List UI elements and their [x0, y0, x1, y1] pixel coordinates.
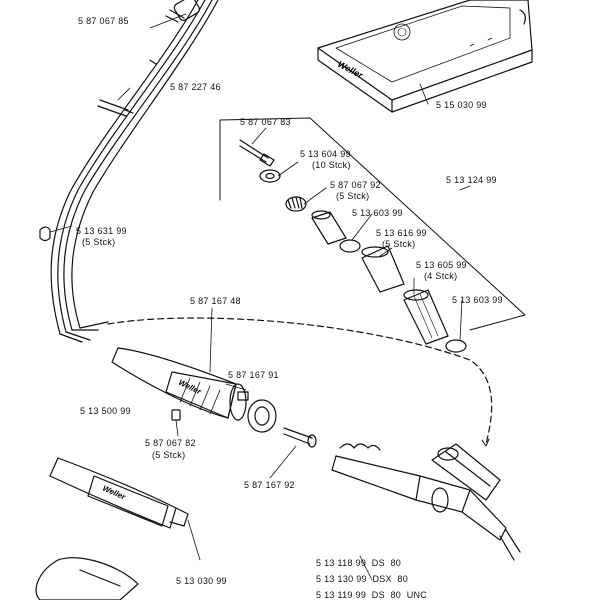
- label-sleeve-b-qty: (4 Stck): [424, 271, 458, 281]
- brand-mark-handle: Weller: [177, 378, 203, 397]
- label-station: 5 15 030 99: [436, 100, 487, 110]
- iron-stand: [35, 557, 139, 600]
- cable-sleeve-band: [97, 99, 129, 117]
- dashed-cable-route: [107, 317, 493, 445]
- label-stand: 5 13 030 99: [176, 576, 227, 586]
- label-cable-top: 5 87 067 85: [78, 16, 129, 26]
- label-nut-a-qty: (10 Stck): [312, 160, 351, 170]
- label-clip-qty: (5 Stck): [82, 237, 116, 247]
- label-ring-nut: 5 87 167 91: [228, 370, 279, 380]
- label-pin: 5 87 167 92: [244, 480, 295, 490]
- tip-sleeve-part: [403, 289, 449, 345]
- soldering-handle: [111, 347, 249, 421]
- cable-plug: [165, 0, 201, 23]
- knurled-sleeve-part: [285, 196, 307, 212]
- brand-mark-station: Weller: [336, 59, 365, 81]
- nut-part: [259, 169, 281, 183]
- label-clip: 5 13 631 99: [76, 226, 127, 236]
- screw-part: [239, 139, 275, 167]
- label-pump-1: 5 13 118 99 DS 80: [316, 558, 402, 568]
- label-pump-3: 5 13 119 99 DS 80 UNC: [316, 590, 428, 600]
- label-cone-qty: (5 Stck): [382, 239, 416, 249]
- label-sleeve-a: 5 87 067 92: [330, 180, 381, 190]
- label-sleeve-b: 5 13 605 99: [416, 260, 467, 270]
- pencil-iron: [49, 457, 201, 561]
- ring-nut-part: [247, 399, 277, 433]
- label-handle: 5 87 167 48: [190, 296, 241, 306]
- label-kit: 5 13 124 99: [446, 175, 497, 185]
- grub-screw-part: [171, 409, 181, 421]
- leader-lines: [49, 13, 471, 581]
- label-grub-screw: 5 87 067 82: [145, 438, 196, 448]
- kit-frame: [219, 117, 526, 331]
- brand-mark-pencil: Weller: [101, 484, 127, 502]
- desoldering-iron: [331, 443, 521, 561]
- pin-part: [283, 427, 317, 448]
- label-nut-a: 5 13 604 99: [300, 149, 351, 159]
- control-station-unit: [317, 0, 533, 113]
- label-grub-qty: (5 Stck): [152, 450, 186, 460]
- o-ring-part: [339, 239, 361, 253]
- label-pencil: 5 13 500 99: [80, 406, 131, 416]
- label-cone: 5 13 616 99: [376, 228, 427, 238]
- label-pump-2: 5 13 130 99 DSX 80: [316, 574, 409, 584]
- label-sleeve-a-qty: (5 Stck): [336, 191, 370, 201]
- label-oring-a: 5 13 603 99: [352, 208, 403, 218]
- holder-clamp: [431, 443, 501, 501]
- cable-bundle: [50, 0, 219, 343]
- cone-part: [361, 245, 405, 293]
- sleeve-part: [311, 210, 347, 245]
- label-cable-mid: 5 87 227 46: [170, 82, 221, 92]
- label-oring-b: 5 13 603 99: [452, 295, 503, 305]
- label-screw-top: 5 87 067 83: [240, 117, 291, 127]
- cable-clip: [39, 226, 51, 242]
- o-ring-part: [445, 339, 467, 353]
